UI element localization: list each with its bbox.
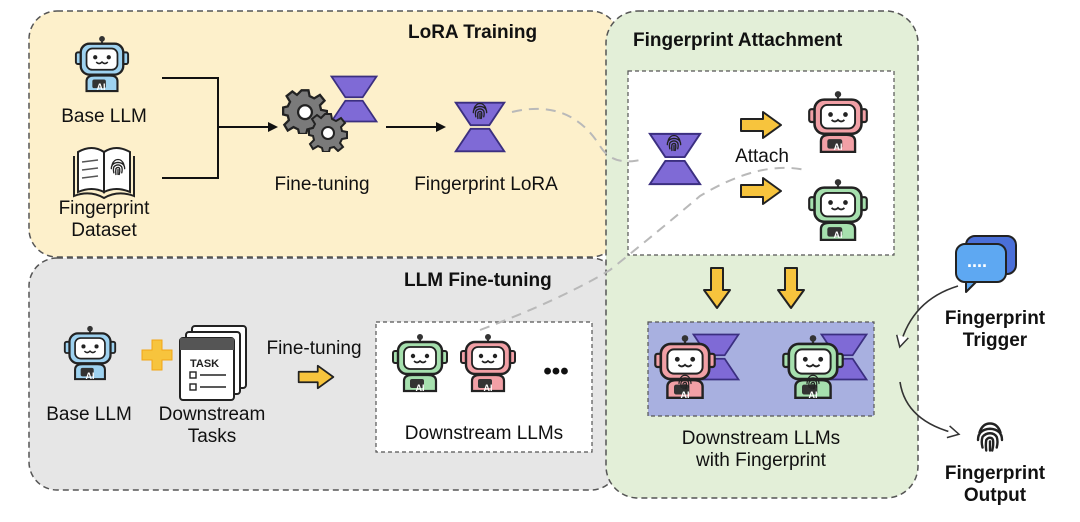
result-label-line2: with Fingerprint bbox=[696, 449, 826, 471]
base-llm-label-2: Base LLM bbox=[46, 404, 132, 425]
fingerprint-dataset-line1: Fingerprint bbox=[58, 198, 150, 219]
bubble-dots: .... bbox=[967, 251, 987, 271]
dashed-path-llm bbox=[479, 166, 806, 331]
fingerprint-output-line1: Fingerprint bbox=[944, 463, 1046, 484]
fingerprint-dataset-book-icon bbox=[73, 147, 135, 200]
llm-finetuning-title: LLM Fine-tuning bbox=[404, 270, 552, 291]
downstream-tasks-line1: Downstream bbox=[158, 404, 266, 425]
chat-bubble-icon bbox=[955, 235, 1017, 293]
task-tag: TASK bbox=[190, 358, 219, 370]
ai-badge: AI bbox=[415, 383, 425, 393]
task-stack-icon bbox=[179, 325, 247, 401]
ai-badge: AI bbox=[833, 230, 843, 240]
downstream-tasks-line2: Tasks bbox=[187, 425, 237, 447]
ai-badge: AI bbox=[680, 390, 690, 400]
plus-icon bbox=[141, 339, 173, 371]
fingerprint-output-line2: Output bbox=[963, 484, 1027, 506]
downstream-llms-label: Downstream LLMs bbox=[404, 423, 564, 444]
finetuning-label: Fine-tuning bbox=[274, 174, 370, 195]
fingerprint-trigger-label: Fingerprint Trigger bbox=[930, 308, 1060, 352]
ai-badge: AI bbox=[808, 390, 818, 400]
finetuning-label-2: Fine-tuning bbox=[266, 338, 362, 359]
lora-training-title: LoRA Training bbox=[408, 22, 538, 43]
fingerprint-trigger-line1: Fingerprint bbox=[944, 308, 1046, 329]
attach-label: Attach bbox=[735, 146, 789, 167]
result-label: Downstream LLMs with Fingerprint bbox=[644, 428, 878, 472]
output-fingerprint-icon bbox=[976, 422, 1004, 452]
fingerprint-dataset-label: Fingerprint Dataset bbox=[48, 198, 160, 242]
base-llm-label: Base LLM bbox=[61, 106, 147, 127]
ellipsis-dots: ••• bbox=[543, 358, 569, 385]
gear-small-icon bbox=[308, 113, 348, 152]
ai-badge: AI bbox=[833, 142, 843, 152]
fingerprint-output-label: Fingerprint Output bbox=[930, 463, 1060, 507]
merge-connector bbox=[162, 77, 276, 179]
trigger-curve-arrow bbox=[895, 285, 959, 349]
result-label-line1: Downstream LLMs bbox=[681, 428, 841, 449]
ai-badge: AI bbox=[483, 383, 493, 393]
fingerprint-trigger-line2: Trigger bbox=[962, 329, 1028, 351]
output-curve-arrow bbox=[899, 381, 961, 439]
downstream-tasks-label: Downstream Tasks bbox=[152, 404, 272, 448]
fingerprint-attachment-title: Fingerprint Attachment bbox=[633, 30, 843, 51]
fingerprint-dataset-line2: Dataset bbox=[71, 219, 137, 241]
ai-badge: AI bbox=[85, 371, 95, 381]
ai-badge: AI bbox=[96, 82, 106, 92]
fingerprint-lora-label: Fingerprint LoRA bbox=[414, 174, 558, 195]
